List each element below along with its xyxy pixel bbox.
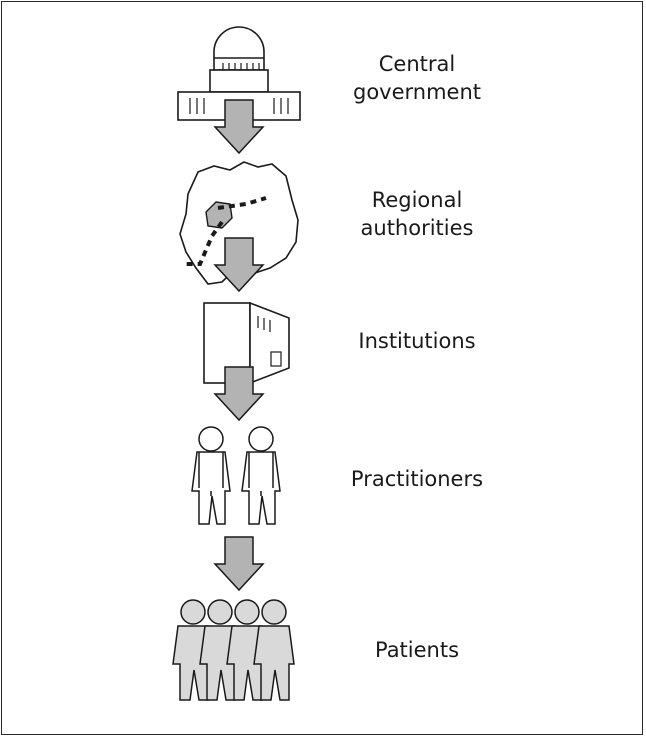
practitioner-figure — [241, 426, 281, 525]
level-label-central-government: Central government — [312, 50, 522, 106]
level-label-institutions: Institutions — [312, 327, 522, 355]
label-line: Practitioners — [350, 467, 484, 491]
level-label-patients: Patients — [312, 636, 522, 664]
patients-icon — [172, 599, 295, 701]
level-label-practitioners: Practitioners — [312, 465, 522, 493]
label-line: Institutions — [358, 329, 476, 353]
label-line: Regional — [371, 188, 463, 212]
practitioner-figure — [191, 426, 231, 525]
capitol-building-icon — [177, 26, 301, 121]
down-arrow-icon — [213, 99, 265, 155]
label-line: Central — [378, 52, 456, 76]
label-line: authorities — [360, 216, 474, 240]
level-label-regional-authorities: Regional authorities — [312, 186, 522, 242]
patient-figure — [253, 599, 295, 701]
down-arrow-icon — [213, 237, 265, 293]
region-map-icon — [179, 161, 299, 285]
down-arrow-icon — [213, 366, 265, 422]
label-line: Patients — [374, 638, 460, 662]
down-arrow-icon — [213, 536, 265, 592]
label-line: government — [352, 80, 482, 104]
practitioners-icon — [191, 426, 281, 525]
